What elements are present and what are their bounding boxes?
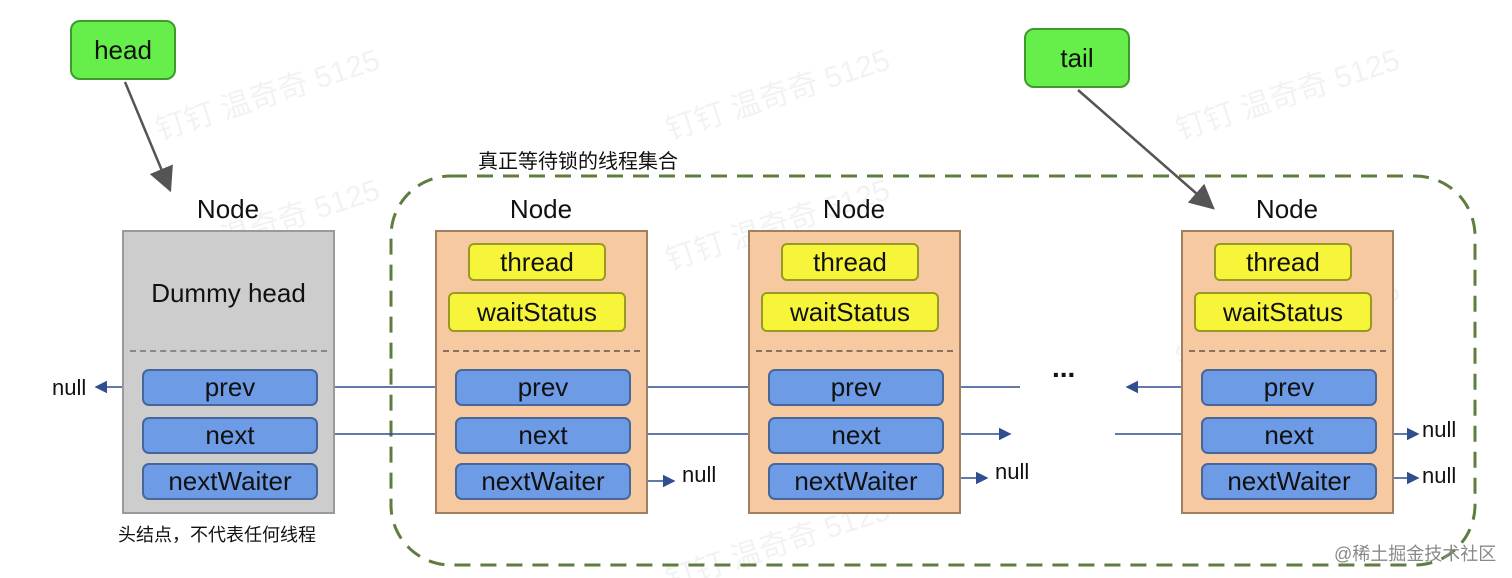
dummy-caption: 头结点，不代表任何线程: [118, 525, 316, 545]
tail-arrow: [1077, 89, 1215, 210]
node-label: Node: [509, 194, 573, 224]
divider: [1189, 350, 1386, 352]
null-label: null: [52, 375, 87, 400]
next-field: next: [455, 417, 631, 454]
null-label: null: [1422, 417, 1457, 442]
waiting-node-2: thread waitStatus prev next nextWaiter: [748, 230, 961, 514]
dummy-head-title: Dummy head: [151, 278, 306, 308]
next-waiter-field: nextWaiter: [768, 463, 944, 500]
next-field: next: [1201, 417, 1377, 454]
wait-status-field: waitStatus: [448, 292, 626, 332]
prev-field: prev: [142, 369, 318, 406]
prev-field: prev: [455, 369, 631, 406]
node-label: Node: [822, 194, 886, 224]
waiting-node-1: thread waitStatus prev next nextWaiter: [435, 230, 648, 514]
divider: [130, 350, 327, 352]
wait-status-field: waitStatus: [1194, 292, 1372, 332]
thread-field: thread: [781, 243, 919, 281]
node-label: Node: [196, 194, 260, 224]
thread-field: thread: [1214, 243, 1352, 281]
divider: [756, 350, 953, 352]
wait-status-field: waitStatus: [761, 292, 939, 332]
next-field: next: [142, 417, 318, 454]
null-label: null: [682, 462, 717, 487]
tail-node: thread waitStatus prev next nextWaiter: [1181, 230, 1394, 514]
prev-field: prev: [1201, 369, 1377, 406]
tail-pointer: tail: [1024, 28, 1130, 88]
null-label: null: [995, 459, 1030, 484]
next-waiter-field: nextWaiter: [142, 463, 318, 500]
waiting-set-boundary: [389, 174, 1477, 567]
next-field: next: [768, 417, 944, 454]
group-title: 真正等待锁的线程集合: [478, 151, 678, 173]
node-label: Node: [1255, 194, 1319, 224]
head-arrow: [123, 81, 173, 193]
ellipsis: ...: [1052, 352, 1076, 383]
thread-field: thread: [468, 243, 606, 281]
prev-field: prev: [768, 369, 944, 406]
head-pointer: head: [70, 20, 176, 80]
credit-watermark: @稀土掘金技术社区: [1334, 544, 1497, 564]
divider: [443, 350, 640, 352]
dummy-head-node: Dummy head prev next nextWaiter: [122, 230, 335, 514]
next-waiter-field: nextWaiter: [1201, 463, 1377, 500]
null-label: null: [1422, 463, 1457, 488]
next-waiter-field: nextWaiter: [455, 463, 631, 500]
